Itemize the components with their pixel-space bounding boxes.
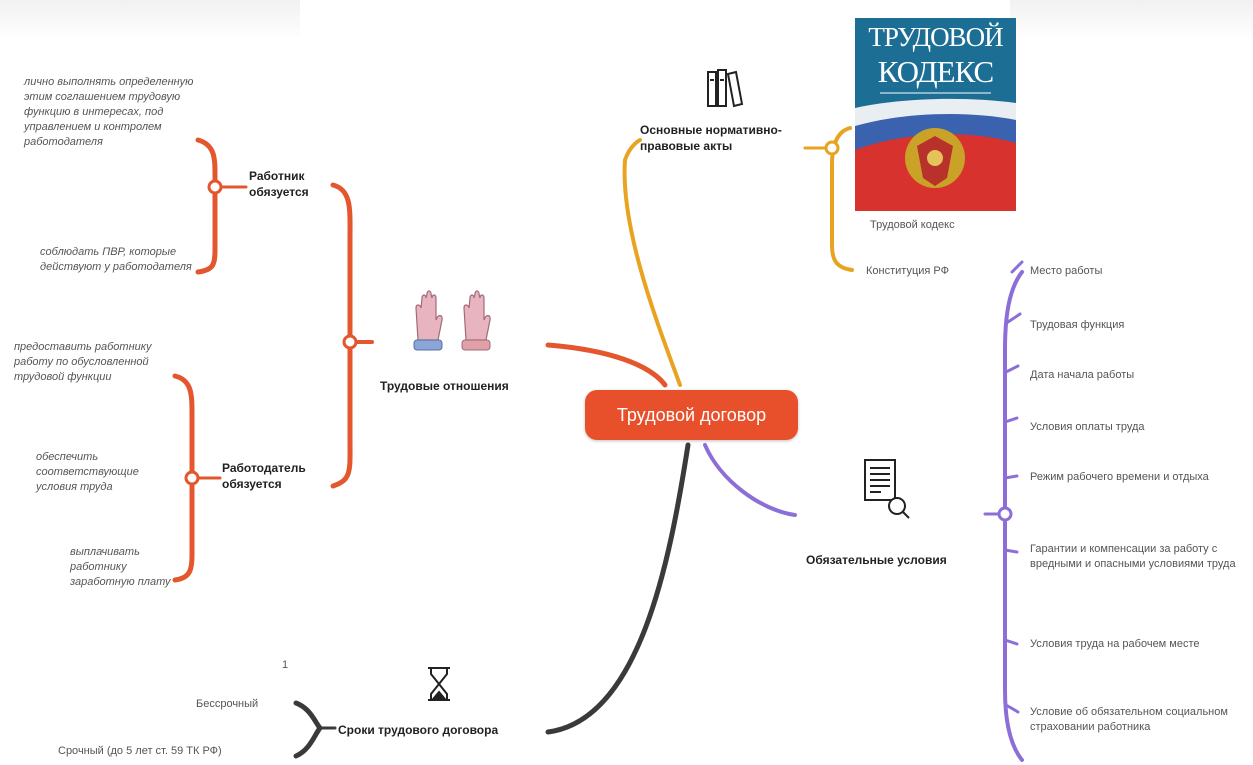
condition-3: Дата начала работы [1030,369,1135,381]
tick-condition-1 [1010,260,1024,274]
condition-5: Режим рабочего времени и отдыха [1030,471,1209,483]
bracket-labor [330,182,353,489]
bracket-employee [195,137,218,275]
terms-number-marker: 1 [282,659,289,671]
subtopic-employer[interactable]: Работодатель обязуется [222,461,306,491]
central-topic[interactable]: Трудовой договор [585,390,798,440]
tick-condition-6 [1003,548,1019,554]
condition-8: Условие об обязательном социальном страх… [1030,706,1228,733]
topic-conditions[interactable]: Обязательные условия [806,553,947,567]
document-search-icon [864,459,910,519]
connector-center-conditions [703,443,797,517]
labor-code-book-cover: ТРУДОВОЙ КОДЕКС [855,18,1016,211]
top-fade-left [0,0,300,40]
node-dot-legal [824,140,840,156]
condition-7: Условия труда на рабочем месте [1030,638,1200,650]
tick-condition-3 [1004,364,1020,374]
connector-center-labor [545,342,668,388]
tick-condition-8 [1004,703,1020,714]
bracket-legal [830,126,854,272]
employee-duty-1: лично выполнять определенную этим соглаш… [24,76,194,148]
topic-labor-relations[interactable]: Трудовые отношения [380,379,509,393]
subtopic-employee[interactable]: Работник обязуется [249,169,309,199]
book-title-line1: ТРУДОВОЙ [868,22,1003,52]
node-dot-conditions [997,506,1013,522]
employer-duty-3: выплачивать работнику заработную плату [70,546,171,588]
books-icon [707,69,744,108]
condition-4: Условия оплаты труда [1030,421,1145,433]
raised-hands-icon [413,290,491,351]
term-2: Срочный (до 5 лет ст. 59 ТК РФ) [58,745,222,757]
legal-act-2: Конституция РФ [866,265,949,277]
bracket-terms [293,700,324,759]
tick-condition-2 [1006,312,1022,324]
term-1: Бессрочный [196,698,259,710]
condition-1: Место работы [1030,265,1103,277]
legal-act-1: Трудовой кодекс [870,219,955,231]
employer-duty-1: предоставить работнику работу по обуслов… [14,341,152,383]
connector-center-legal [622,138,682,387]
condition-6: Гарантии и компенсации за работу с вредн… [1030,543,1236,570]
russian-flag-emblem [855,92,1016,211]
book-title-line2: КОДЕКС [877,54,994,89]
topic-terms[interactable]: Сроки трудового договора [338,723,499,737]
condition-2: Трудовая функция [1030,319,1125,331]
node-dot-employer [184,470,200,486]
tick-condition-5 [1003,474,1019,480]
top-fade-right [1010,0,1253,40]
topic-legal-acts[interactable]: Основные нормативно-правовые акты [640,123,782,153]
node-dot-labor [342,334,358,350]
tick-condition-7 [1003,638,1019,646]
bracket-conditions [1003,270,1024,762]
tick-condition-4 [1003,416,1019,424]
connector-center-terms [545,442,691,735]
employer-duty-2: обеспечить соответствующие условия труда [36,451,139,493]
employee-duty-2: соблюдать ПВР, которые действуют у работ… [40,246,192,273]
hourglass-icon [428,667,450,701]
node-dot-employee [207,179,223,195]
